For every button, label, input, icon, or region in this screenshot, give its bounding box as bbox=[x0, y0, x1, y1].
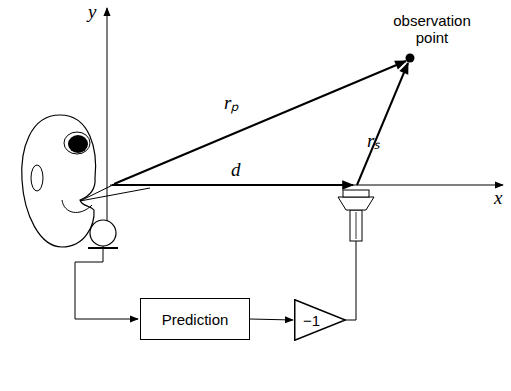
vector-label: d bbox=[231, 160, 241, 181]
signal-wire bbox=[75, 249, 138, 319]
vector-d bbox=[112, 184, 353, 186]
loudspeaker bbox=[338, 190, 374, 241]
observation-dot bbox=[406, 54, 415, 63]
node-text: −1 bbox=[303, 312, 320, 329]
vector-label: rₚ bbox=[224, 93, 239, 114]
vector-label: rₛ bbox=[367, 131, 380, 152]
x-axis bbox=[110, 185, 503, 186]
microphone bbox=[88, 220, 118, 249]
node-text: Prediction bbox=[162, 311, 229, 328]
amplifier-triangle: −1 bbox=[294, 299, 346, 341]
process-box: Prediction bbox=[140, 298, 250, 340]
signal-arrow bbox=[250, 319, 293, 320]
signal-wire bbox=[345, 241, 356, 320]
point-label: observation point bbox=[387, 13, 477, 46]
face bbox=[22, 115, 150, 247]
y-axis bbox=[107, 8, 108, 245]
axis-label: x bbox=[494, 188, 502, 209]
vector-rs bbox=[357, 63, 408, 185]
vector-rp bbox=[114, 61, 406, 184]
axis-label: y bbox=[88, 2, 96, 23]
